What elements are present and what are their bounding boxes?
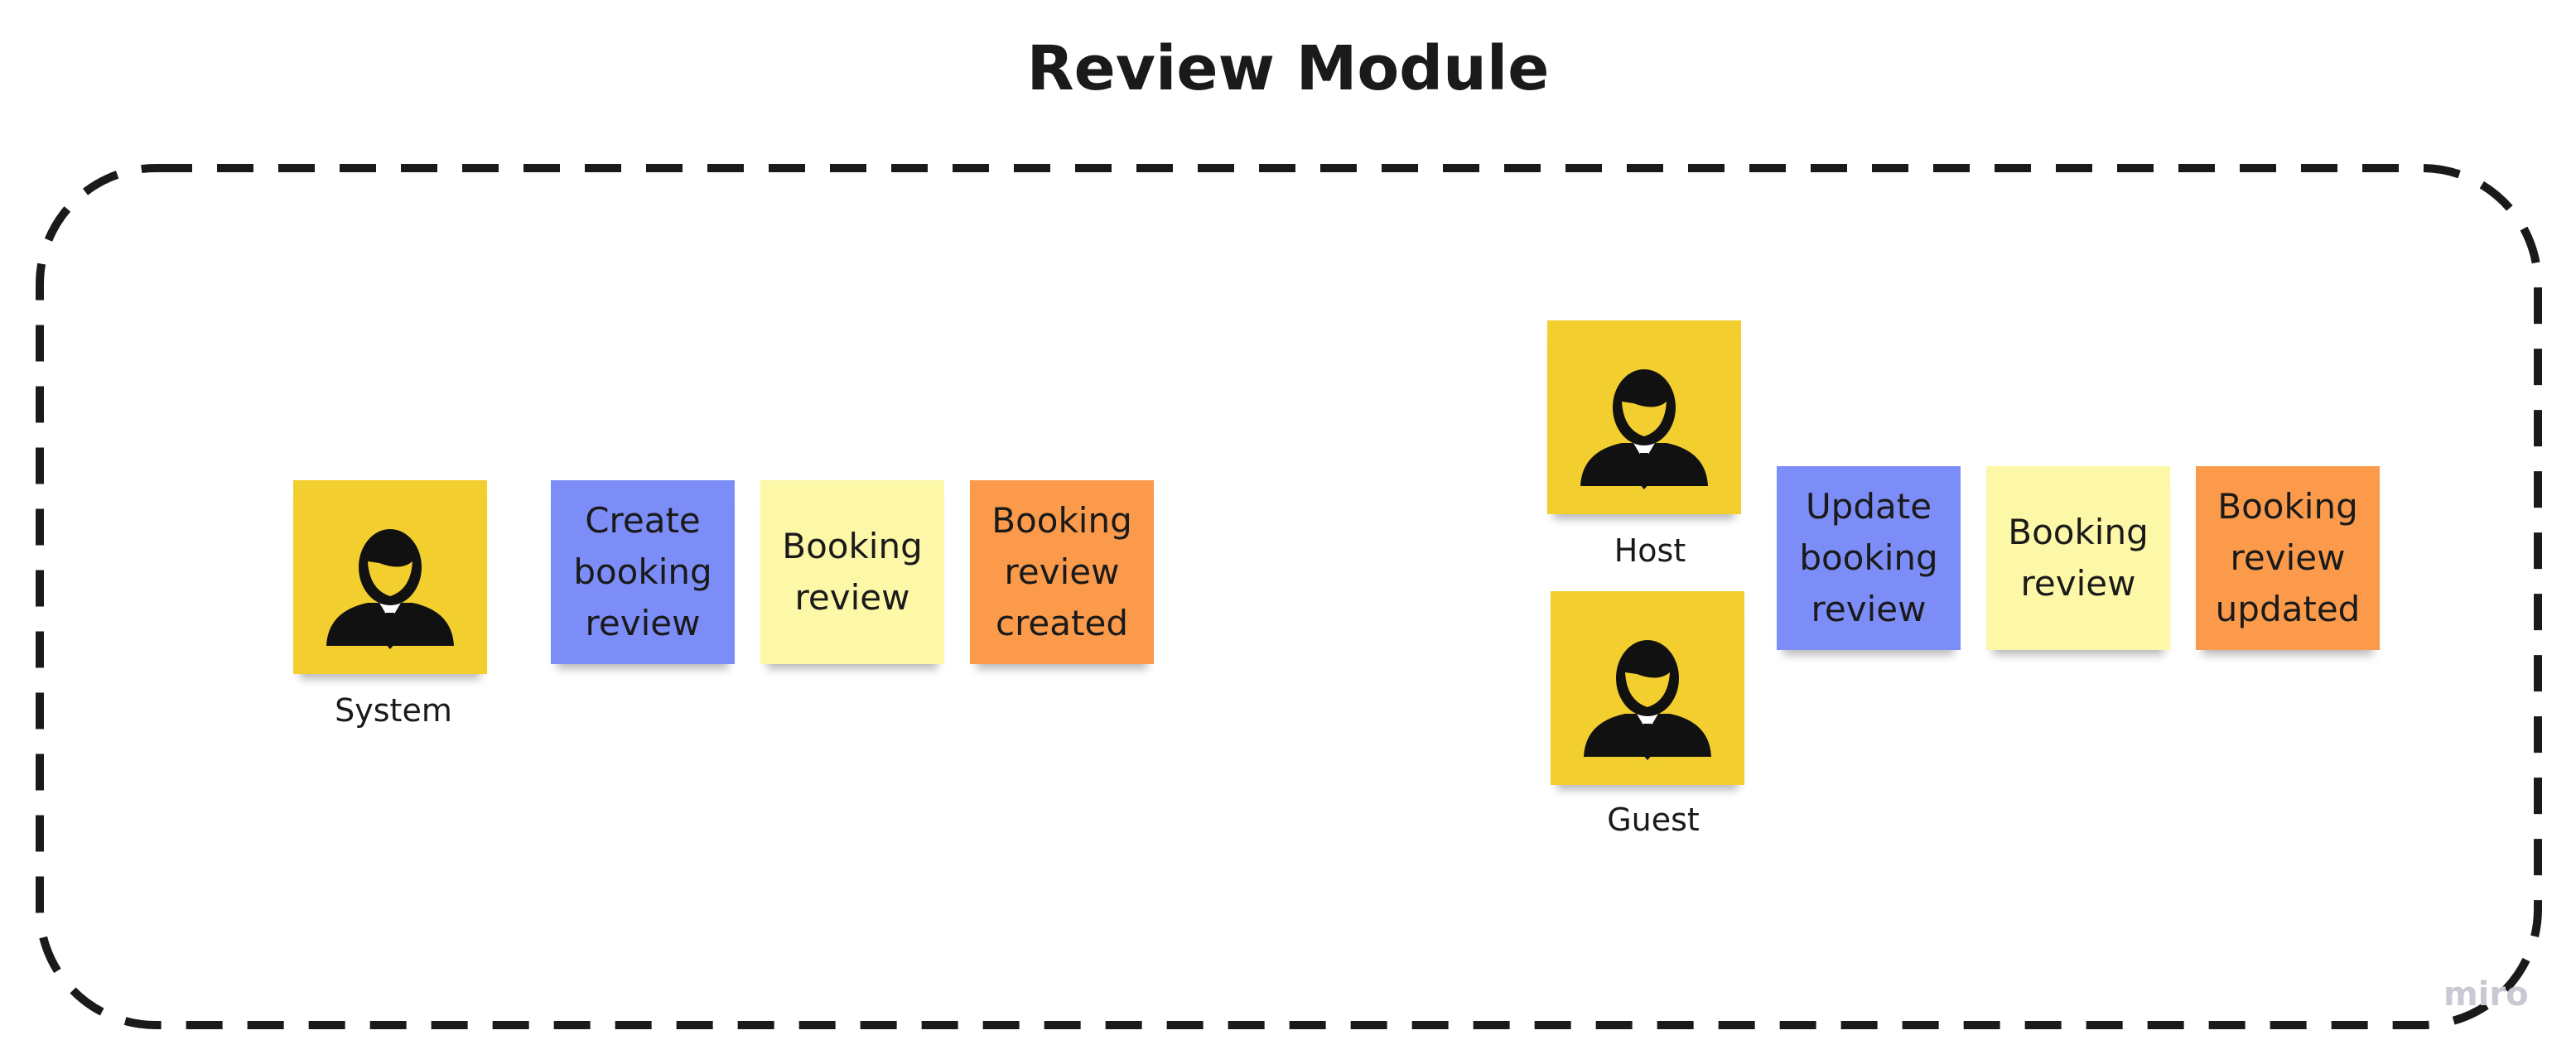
- actor-host-sticky[interactable]: [1547, 320, 1741, 514]
- diagram-title: Review Module: [1026, 33, 1550, 104]
- read-model-text: Booking review: [782, 526, 923, 618]
- read-model-text: Booking review: [2008, 512, 2149, 604]
- actor-label-guest: Guest: [1607, 802, 1700, 838]
- actor-label-system: System: [335, 692, 452, 729]
- person-icon: [326, 529, 454, 649]
- event-sticky[interactable]: Booking review created: [970, 480, 1154, 664]
- actor-label-host: Host: [1614, 532, 1686, 569]
- person-icon: [1580, 369, 1708, 489]
- read-model-sticky[interactable]: Booking review: [760, 480, 944, 664]
- event-text: Booking review updated: [2215, 486, 2361, 629]
- actor-guest-sticky[interactable]: [1551, 591, 1744, 785]
- event-text: Booking review created: [991, 500, 1132, 643]
- miro-watermark: miro: [2443, 975, 2529, 1013]
- read-model-sticky[interactable]: Booking review: [1986, 466, 2170, 650]
- person-icon: [1584, 640, 1711, 760]
- actor-system-sticky[interactable]: [293, 480, 487, 674]
- command-sticky[interactable]: Update booking review: [1777, 466, 1961, 650]
- event-sticky[interactable]: Booking review updated: [2196, 466, 2380, 650]
- command-sticky[interactable]: Create booking review: [551, 480, 735, 664]
- command-text: Create booking review: [573, 500, 712, 643]
- command-text: Update booking review: [1799, 486, 1938, 629]
